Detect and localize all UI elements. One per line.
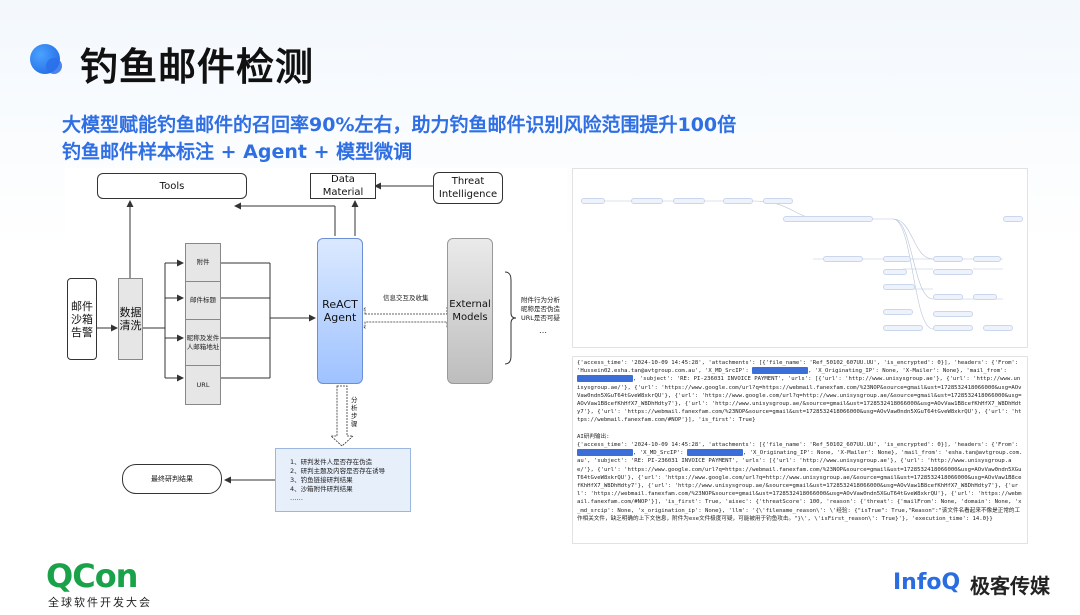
infoq-logo: InfoQ [893,570,961,595]
qcon-logo: QCon [46,557,138,595]
step-more: …… [290,493,303,502]
workflow-node [783,216,873,222]
page-title: 钓鱼邮件检测 [80,45,315,89]
step-3: 3、钓鱼链接研判结果 [290,475,353,484]
workflow-node [631,198,663,204]
field-attachment: 附件 [186,244,220,282]
workflow-node [933,311,973,317]
workflow-node [883,269,907,275]
workflow-node [883,309,913,315]
analysis-steps-box: 1、研判发件人是否存在伪造 2、研判主题及内容是否存在诱导 3、钓鱼链接研判结果… [275,448,411,512]
workflow-node [883,256,911,262]
input-json-part3: , 'subject': 'RE: PI-236031 INVOICE PAYM… [577,376,1022,424]
step-1: 1、研判发件人是否存在伪造 [290,457,373,466]
redacted-ip [752,367,809,375]
workflow-graph-panel [572,168,1028,348]
ai-output-label: AI研判输出: [577,433,610,440]
workflow-node [581,198,605,204]
workflow-node [933,256,963,262]
data-cleaning-box: 数据清洗 [118,278,143,360]
external-models-box: External Models [447,238,493,384]
react-agent-box: ReACT Agent [317,238,363,384]
output-json-part1: {'access_time': '2024-10-09 14:45:28', '… [577,442,1022,449]
output-json-part3: , 'X_Originating_IP': None, 'X-Mailer': … [577,450,1023,522]
right-notes-ellipsis: … [539,326,547,335]
workflow-node [823,256,863,262]
redacted-from [577,449,633,457]
workflow-node [883,284,915,290]
workflow-node [983,325,1013,331]
redacted-mail-from [577,375,633,383]
workflow-node [1003,216,1023,222]
redacted-src-ip [686,449,743,457]
workflow-node [973,294,997,300]
email-fields-stack: 附件 邮件标题 昵称及发件人邮箱地址 URL [185,243,221,405]
tools-box: Tools [97,173,247,199]
analysis-code-output: {'access_time': '2024-10-09 14:45:28', '… [572,356,1028,544]
field-sender: 昵称及发件人邮箱地址 [186,320,220,366]
workflow-node [933,269,973,275]
workflow-node [933,294,963,300]
final-result-box: 最终研判结果 [122,464,222,494]
mail-sandbox-alert-box: 邮件沙箱告警 [67,278,97,360]
threat-intelligence-box: Threat Intelligence [433,172,503,204]
architecture-diagram: Tools Data Material Threat Intelligence … [65,168,567,520]
workflow-node [673,198,705,204]
step-4: 4、沙箱附件研判结果 [290,484,353,493]
step-2: 2、研判主题及内容是否存在诱导 [290,466,386,475]
workflow-node [763,198,793,204]
geek-media-logo: 极客传媒 [970,574,1050,598]
workflow-node [933,325,973,331]
output-json-part2: , 'X_MD_SrcIP': [633,450,687,457]
workflow-node [973,256,1001,262]
workflow-node [883,325,923,331]
field-subject: 邮件标题 [186,282,220,320]
field-url: URL [196,380,210,389]
subtitle-method: 钓鱼邮件样本标注 + Agent + 模型微调 [62,141,413,163]
analysis-steps-label: 分析步骤 [351,396,358,428]
title-bullet-accent-icon [46,58,62,74]
input-json-part1: {'access_time': '2024-10-09 14:45:28', '… [577,360,1022,375]
workflow-node [723,198,753,204]
right-analysis-notes: 附件行为分析 昵称是否伪造 URL是否可疑 [521,296,560,322]
subtitle-recall: 大模型赋能钓鱼邮件的召回率90%左右，助力钓鱼邮件识别风险范围提升100倍 [62,114,737,136]
qcon-tagline: 全球软件开发大会 [48,596,152,609]
info-exchange-label: 信息交互及收集 [383,294,429,302]
input-json-part2: , 'X_Originating_IP': None, 'X-Mailer': … [808,368,1011,375]
data-material-box: Data Material [310,173,376,199]
